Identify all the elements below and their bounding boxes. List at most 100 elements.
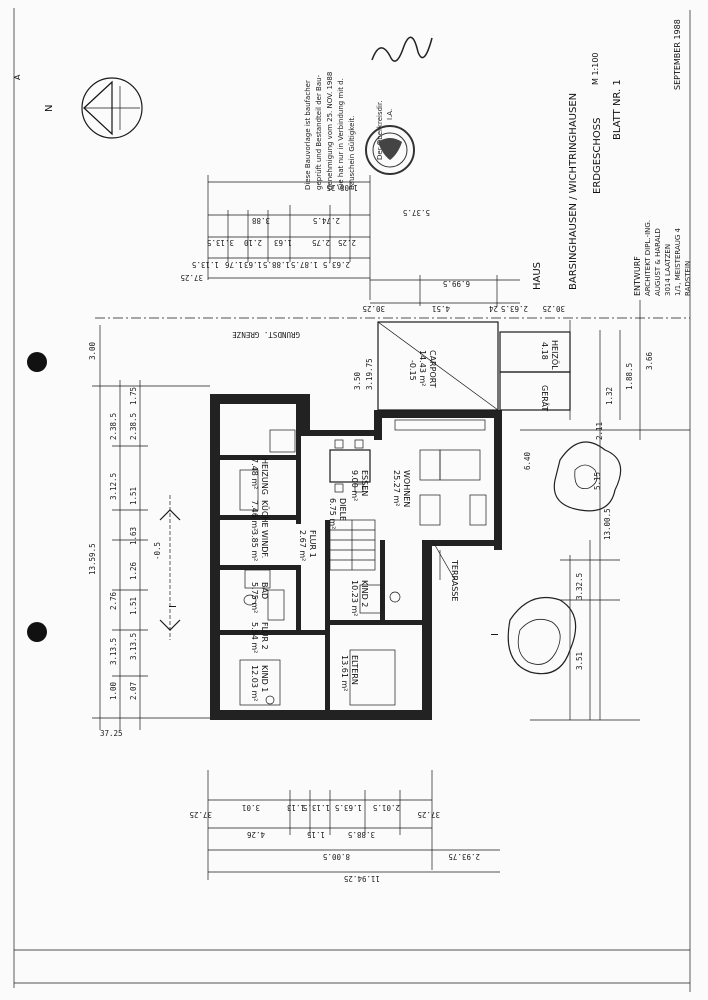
dim-left-r2-2: 2.76 [109, 591, 118, 610]
room-flur2-area: 5.54 m² [250, 622, 259, 653]
tree-1-inner-icon [574, 464, 598, 489]
room-kind1-area: 12.03 m² [250, 665, 259, 701]
dim-top-r4-0: 1.08.25 [326, 183, 358, 192]
dim-bottom-r1-1: 3.01 [242, 803, 260, 812]
dim-right-4: 3.32.5 [575, 573, 584, 600]
room-wohnen-name: WOHNEN [402, 470, 411, 507]
room-heizoel-area: 4.18 [540, 342, 549, 360]
room-kind2-name: KIND 2 [360, 580, 369, 607]
tree-1-icon [553, 441, 622, 512]
title-sheet: BLATT NR. 1 [612, 79, 623, 140]
punch-hole-bottom [27, 622, 47, 642]
room-diele-name: DIELE [338, 498, 347, 521]
designer-line-4: 3014 LAATZEN [664, 244, 672, 296]
dim-right-total: 13.00.5 [603, 508, 612, 540]
dim-left-total: 13.59.5 [88, 543, 97, 575]
corner-mark: A [13, 74, 22, 80]
room-essen-area: 9.00 m² [350, 470, 359, 501]
dim-top-r3-1: 2.74.5 [313, 216, 340, 225]
room-windfang-area: 3.85 m² [250, 530, 259, 561]
dim-top-r1-3: 1.63 [244, 260, 262, 269]
dim-left-r2-5: 2.38.5 [109, 413, 118, 440]
stamp-line-3: genehmigung vom 25. NOV. 1988 [326, 72, 334, 190]
room-eltern-area: 13.61 m² [340, 655, 349, 691]
dim-left-r2-1: 3.13.5 [109, 638, 118, 665]
dim-right-3: 3.51 [575, 652, 584, 670]
title-floor: ERDGESCHOSS [592, 118, 603, 194]
dim-top-r3-2: 5.37.5 [403, 208, 430, 217]
dim-bottom-r1-3: 1.13.5 [303, 803, 330, 812]
bottom-dimension-chains [207, 770, 500, 880]
room-carport-level: -0.15 [408, 360, 417, 381]
dim-carport-depth: 3.50 [353, 371, 362, 390]
room-diele-area: 6.75 m² [328, 498, 337, 529]
room-kind2-area: 10.23 m² [350, 580, 359, 616]
dim-carport-3: 2.63.5 [501, 304, 528, 313]
dim-bottom-r3-1: 2.93.75 [448, 852, 480, 861]
section-marker-label-1: I [168, 605, 179, 608]
room-flur2-name: FLUR 2 [260, 622, 269, 650]
room-carport-name: CARPORT [428, 350, 437, 388]
dim-bottom-r2-2: 1.15 [307, 830, 325, 839]
dim-left-r1-0: 37.25 [100, 729, 123, 738]
dim-left-r1-5: 1.26 [129, 561, 138, 580]
dim-top-r2-3: 2.75 [312, 238, 330, 247]
north-arrow [81, 77, 143, 139]
dim-right-7: 1.32 [605, 387, 614, 405]
signature [371, 36, 433, 62]
stamp-line-2: geprüft und Bestandteil der Bau- [315, 74, 323, 190]
room-kueche-name: KÜCHE [260, 500, 270, 528]
dim-bottom-total: 11.94.25 [344, 874, 380, 883]
dim-tree-radius: 5.15 [593, 472, 602, 490]
title-block: HAUS BARSINGHAUSEN / WICHTRINGHAUSEN ERD… [532, 19, 692, 296]
stamp-line-6: Der Oberkreisdir. [376, 101, 384, 160]
room-heizung-name: HEIZUNG [260, 458, 269, 495]
dim-left-r1-6: 1.63 [129, 527, 138, 545]
title-date: SEPTEMBER 1988 [673, 19, 682, 90]
dim-left-r2-0: 1.00 [109, 681, 118, 700]
dim-entrance: 6.40 [523, 451, 532, 470]
dim-bottom-r1-0: 37.25 [189, 810, 212, 819]
room-kueche-area: 7.46 m² [250, 500, 259, 531]
dim-left-r1-1: 2.07 [129, 682, 138, 700]
room-geraet-name: GERÄT [540, 385, 550, 411]
designer-line-3: AUGUST & HARALD [654, 228, 662, 296]
carport [377, 320, 571, 420]
designer-line-1: ENTWURF [633, 256, 642, 296]
top-dimension-chains [207, 175, 520, 306]
dim-left-r1-9: 1.75 [129, 387, 138, 405]
dim-left-r1-4: 1.51 [129, 597, 138, 615]
dim-bottom-r2-1: 4.26 [246, 830, 265, 839]
property-line-label: GRUNDST. GRENZE [232, 330, 300, 339]
tree-2-inner-icon [517, 618, 561, 665]
section-marker-label-2: I [490, 633, 501, 636]
dim-bottom-r3-0: 8.00.5 [323, 852, 350, 861]
dim-right-8: 2.11 [595, 422, 604, 440]
tree-2-icon [507, 596, 577, 675]
dim-right-6: 3.66 [645, 351, 654, 370]
stamp-line-7: I.A. [386, 109, 394, 120]
dim-top-r1-7: 2.63.5 [323, 260, 350, 269]
dim-bottom-r1-6: 37.25 [417, 810, 440, 819]
north-label: N [44, 105, 55, 112]
dim-top-r1-6: 1.87.5 [291, 260, 318, 269]
dim-top-r2-4: 2.25 [338, 238, 356, 247]
title-scale: M 1:100 [591, 53, 600, 86]
designer-line-6: RADSTEIN [684, 261, 692, 296]
room-kind1-name: KIND 1 [260, 665, 269, 692]
dim-top-r1-1: 1.13.5 [192, 260, 219, 269]
dim-carport-4: 30.25 [542, 304, 565, 313]
official-seal [365, 125, 415, 175]
left-dimension-chains [92, 325, 210, 730]
dim-top-r1-5: 1.88.5 [263, 260, 290, 269]
floor-plan [210, 394, 502, 720]
dim-bottom-r1-5: 2.01.5 [373, 803, 400, 812]
dim-right-5: 1.88.5 [625, 363, 634, 390]
stamp-line-4: Sie hat nur in Verbindung mit d. [337, 78, 345, 190]
stamp-line-1: Diese Bauvorlage ist baufacher [304, 80, 312, 190]
dim-left-r2-6: 3.12.5 [109, 473, 118, 500]
room-flur1-area: 2.67 m² [298, 530, 307, 561]
room-windfang-name: WINDF. [260, 530, 269, 558]
